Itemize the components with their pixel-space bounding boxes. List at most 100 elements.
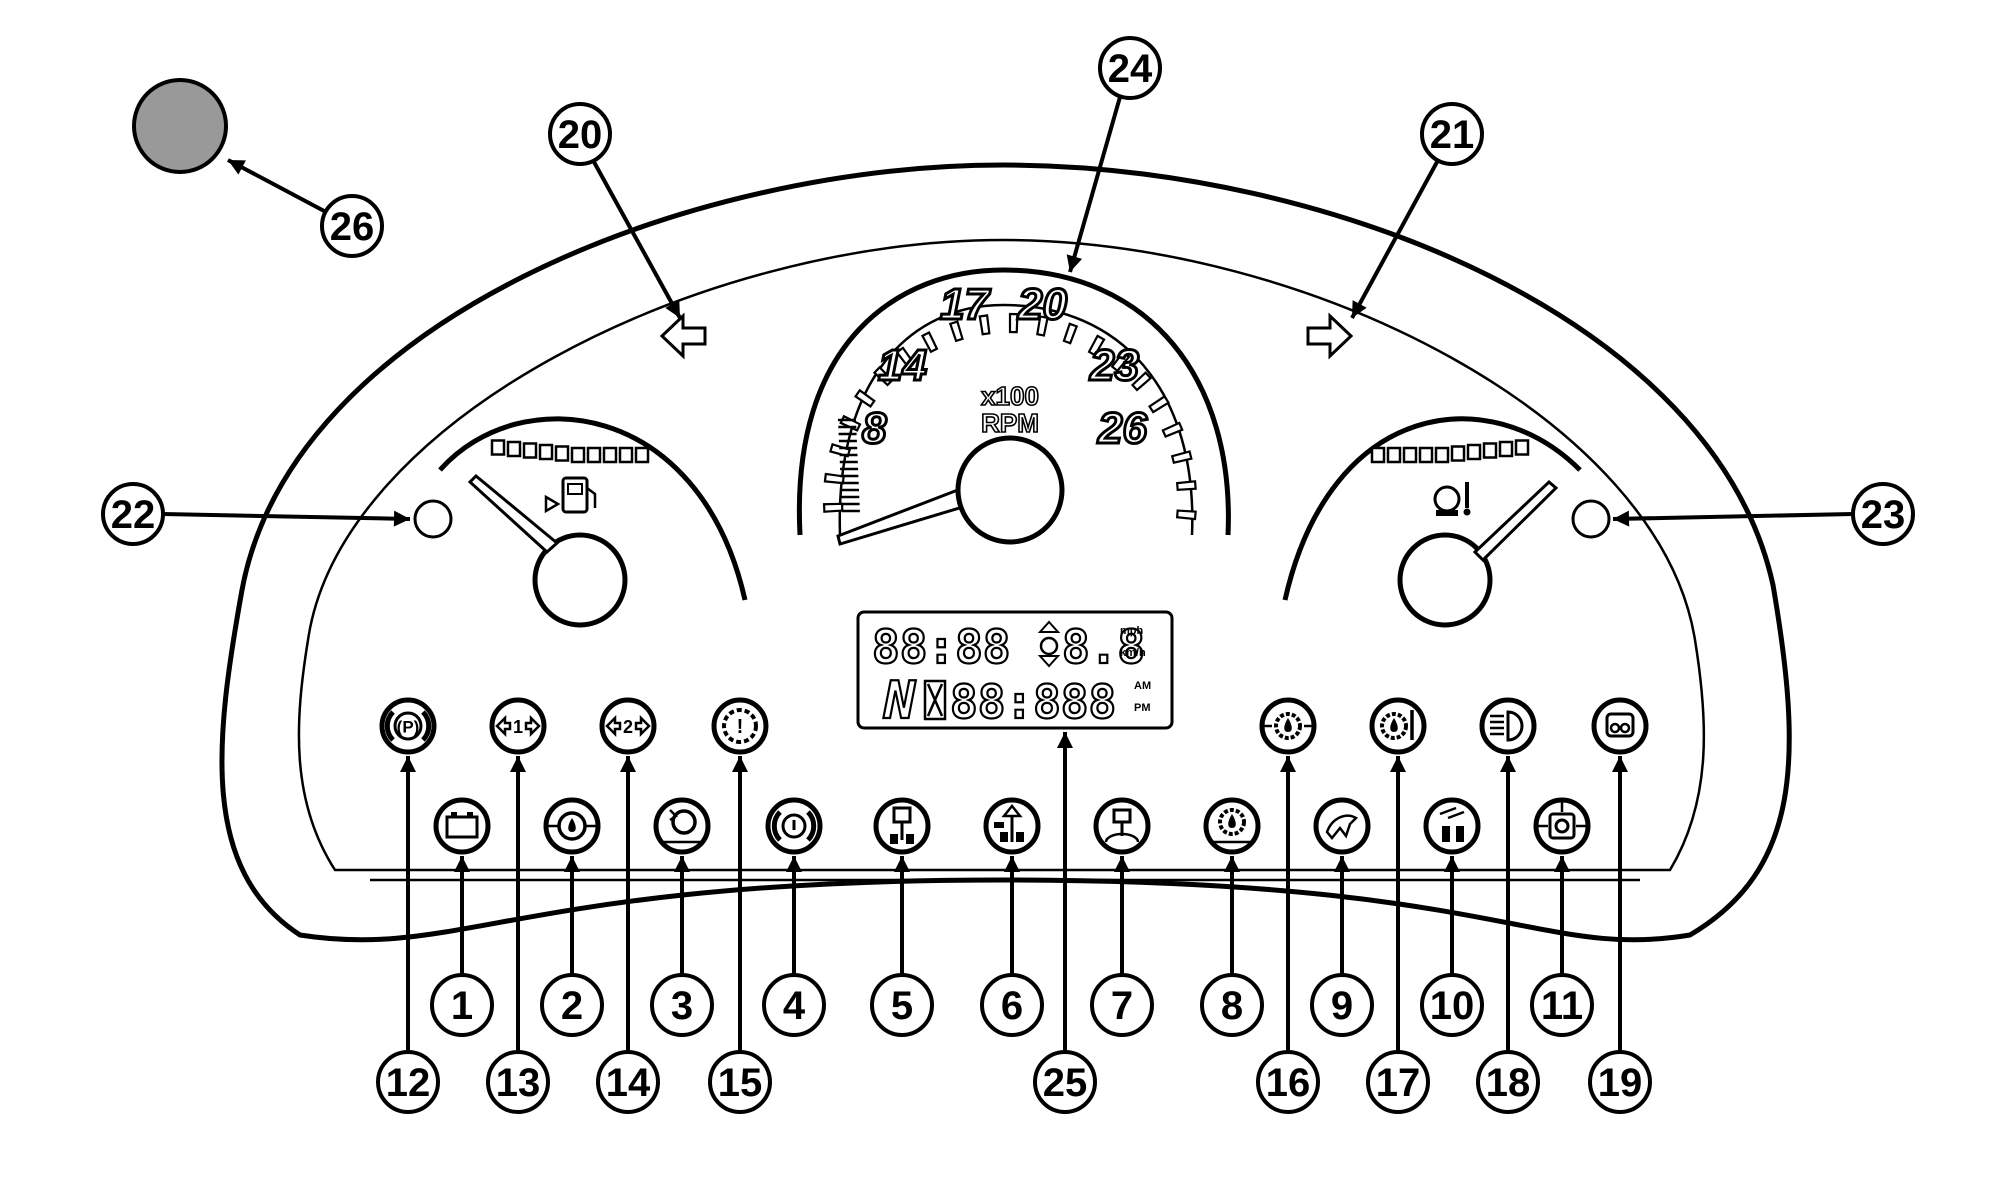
arrowhead bbox=[400, 756, 416, 772]
arrowhead bbox=[1057, 732, 1073, 748]
tachometer-segment bbox=[1008, 312, 1019, 334]
tach-tick-label: 8 bbox=[862, 404, 887, 453]
leader-line bbox=[592, 161, 682, 319]
arrowhead bbox=[1066, 254, 1083, 272]
lcd-unit-am: AM bbox=[1134, 680, 1151, 692]
tachometer-segment bbox=[1036, 315, 1049, 337]
tachometer: 8 14 17 20 23 26 x100 RPM bbox=[796, 267, 1231, 546]
arrowhead bbox=[1500, 756, 1516, 772]
fuel-gauge-segment bbox=[490, 439, 506, 456]
callout-18: 18 bbox=[1486, 1061, 1531, 1105]
temperature-gauge-segment bbox=[1402, 446, 1418, 464]
arrowhead bbox=[393, 510, 410, 527]
tachometer-segment bbox=[1175, 509, 1197, 521]
callout-25: 25 bbox=[1043, 1061, 1088, 1105]
indicator-brake-reverse bbox=[653, 797, 711, 855]
fuel-gauge-segment bbox=[602, 446, 618, 464]
leader-line bbox=[1068, 96, 1122, 273]
transmission-warning-icon: ! bbox=[737, 716, 744, 738]
arrowhead bbox=[620, 756, 636, 772]
tachometer-segment bbox=[1148, 394, 1171, 414]
indicator-front-drive bbox=[873, 797, 931, 855]
callout-19: 19 bbox=[1598, 1061, 1643, 1105]
callout-7: 7 bbox=[1111, 984, 1133, 1028]
tachometer-segment bbox=[920, 331, 939, 354]
leader-line bbox=[1350, 161, 1439, 319]
indicator-differential-lock bbox=[1093, 797, 1151, 855]
lcd-speed-digits: 8.8 bbox=[1062, 620, 1145, 674]
arrowhead bbox=[1280, 756, 1296, 772]
callout-9: 9 bbox=[1331, 984, 1353, 1028]
fuel-gauge-segment bbox=[538, 443, 554, 461]
arrowhead bbox=[665, 300, 680, 318]
temperature-gauge-segment bbox=[1386, 446, 1402, 464]
temperature-warning-lamp bbox=[1571, 499, 1611, 539]
tach-tick-label: 17 bbox=[940, 280, 991, 329]
fuel-warning-lamp bbox=[413, 499, 453, 539]
indicator-speed-mode bbox=[1313, 797, 1371, 855]
tachometer-segment bbox=[1110, 350, 1131, 373]
tachometer-hub bbox=[955, 435, 1065, 545]
lcd-unit-mph: mph bbox=[1120, 625, 1144, 637]
arrowhead bbox=[1334, 856, 1350, 872]
lcd-gear-indicator: N bbox=[883, 671, 916, 731]
fuel-gauge bbox=[438, 416, 748, 628]
arrowhead bbox=[1224, 856, 1240, 872]
lcd-display: 88:88 8.8 mph km/h N 88:888 AM PM bbox=[856, 610, 1174, 732]
callout-17: 17 bbox=[1376, 1061, 1421, 1105]
tachometer-segment bbox=[872, 365, 894, 387]
temperature-gauge-segment bbox=[1466, 443, 1482, 461]
indicator-battery bbox=[433, 797, 491, 855]
fuel-gauge-segment bbox=[634, 446, 650, 464]
callout-3: 3 bbox=[671, 984, 693, 1028]
callout-24: 24 bbox=[1108, 47, 1153, 91]
lcd-hour-digits: 88:888 bbox=[950, 675, 1116, 729]
callout-16: 16 bbox=[1266, 1061, 1311, 1105]
indicator-turn-signal-2: 2 bbox=[599, 697, 657, 755]
arrowhead bbox=[674, 856, 690, 872]
callout-11: 11 bbox=[1541, 984, 1583, 1028]
indicator-turn-signal-1: 1 bbox=[489, 697, 547, 755]
temperature-gauge-segment bbox=[1482, 442, 1498, 459]
temperature-gauge-segment bbox=[1434, 446, 1450, 464]
arrowhead bbox=[1554, 856, 1570, 872]
arrowhead bbox=[454, 856, 470, 872]
fuel-gauge-hub bbox=[532, 532, 628, 628]
arrowhead bbox=[1613, 510, 1630, 527]
temperature-gauge bbox=[1282, 416, 1582, 628]
callout-4: 4 bbox=[783, 984, 806, 1028]
indicator-pto bbox=[1533, 797, 1591, 855]
lcd-clock-digits: 88:88 bbox=[872, 620, 1010, 674]
tach-unit-multiplier: x100 bbox=[981, 381, 1039, 411]
indicator-four-wheel-drive bbox=[983, 797, 1041, 855]
hitch-icon bbox=[1439, 806, 1465, 820]
leader-line bbox=[227, 158, 327, 214]
tach-unit-rpm: RPM bbox=[981, 408, 1039, 438]
indicator-brake-fault bbox=[765, 797, 823, 855]
arrowhead bbox=[732, 756, 748, 772]
indicator-glow-plug bbox=[1591, 697, 1649, 755]
tachometer-segment bbox=[948, 320, 964, 343]
right-turn-arrow-icon bbox=[1306, 312, 1354, 360]
fuel-gauge-segment bbox=[618, 446, 634, 464]
fuel-gauge-segment bbox=[570, 446, 586, 464]
temperature-gauge-segment bbox=[1450, 445, 1466, 462]
arrowhead bbox=[894, 856, 910, 872]
arrowhead bbox=[1004, 856, 1020, 872]
coolant-temperature-icon bbox=[1433, 482, 1471, 516]
parking-brake-icon: (P) bbox=[397, 718, 420, 737]
callout-26: 26 bbox=[330, 205, 375, 249]
lcd-unit-pm: PM bbox=[1134, 702, 1151, 714]
tach-tick-label: 14 bbox=[878, 341, 927, 390]
pto-icon bbox=[1548, 812, 1576, 840]
tach-tick-label: 23 bbox=[1089, 341, 1139, 390]
indicator-parking-brake: (P) bbox=[379, 697, 437, 755]
fuel-gauge-segment bbox=[554, 445, 570, 462]
fuel-pump-icon bbox=[544, 476, 597, 514]
callout-15: 15 bbox=[718, 1061, 763, 1105]
tachometer-segment bbox=[853, 388, 876, 408]
temperature-gauge-segment bbox=[1514, 439, 1530, 456]
callout-13: 13 bbox=[496, 1061, 541, 1105]
callout-1: 1 bbox=[451, 984, 473, 1028]
